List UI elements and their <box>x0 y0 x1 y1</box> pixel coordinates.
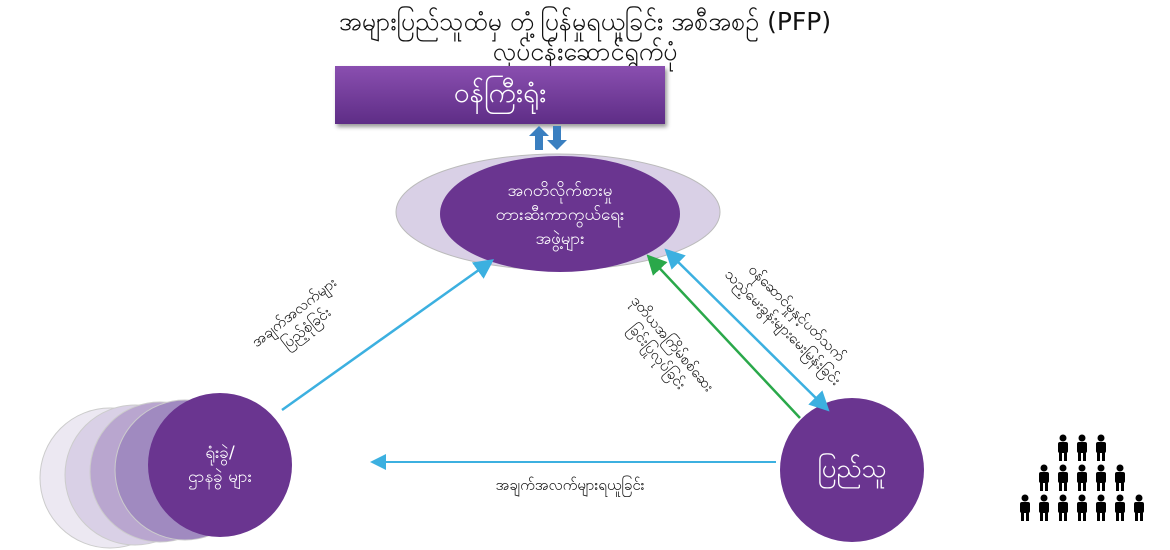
person-icon <box>1039 464 1049 491</box>
person-icon <box>1058 464 1068 491</box>
anticorruption-label-line: တားဆီးကာကွယ်ရေး <box>495 205 625 225</box>
public-label: ပြည်သူ <box>817 453 887 484</box>
branches-label-line: ဌာနခွဲ များ <box>188 467 252 487</box>
up-arrow-icon <box>529 126 549 150</box>
diagram-title-line1: အများပြည်သူထံမှ တုံ့ပြန်မှုရယူခြင်း အစီအ… <box>338 7 832 36</box>
person-icon <box>1058 434 1068 461</box>
person-icon <box>1058 494 1068 521</box>
person-icon <box>1077 494 1087 521</box>
person-icon <box>1115 464 1125 491</box>
ministry-box: ဝန်ကြီးရုံး <box>335 66 665 124</box>
anticorruption-label-line: အဂတိလိုက်စားမှု <box>507 181 613 201</box>
edge-bottom-label: အချက်အလက်များရယူခြင်း <box>495 476 645 494</box>
people-group-icon <box>1020 434 1144 521</box>
branches-label: ရုံးခွဲ/ ဌာနခွဲ များ <box>150 420 290 510</box>
anticorruption-label-line: အဖွဲ့များ <box>535 229 585 249</box>
person-icon <box>1115 494 1125 521</box>
branches-label-line: ရုံးခွဲ/ <box>205 443 235 463</box>
person-icon <box>1020 494 1030 521</box>
person-icon <box>1096 464 1106 491</box>
person-icon <box>1134 494 1144 521</box>
edge-anticorruption-public-blue <box>664 248 830 412</box>
public-node <box>780 398 924 542</box>
person-icon <box>1077 464 1087 491</box>
diagram-title-line2: လုပ်ငန်းဆောင်ရွက်ပုံ <box>492 37 678 66</box>
anticorruption-label: အဂတိလိုက်စားမှု တားဆီးကာကွယ်ရေး အဖွဲ့မျာ… <box>440 160 680 270</box>
branches-node <box>148 393 292 537</box>
person-icon <box>1077 434 1087 461</box>
person-icon <box>1039 494 1049 521</box>
down-arrow-icon <box>547 126 567 150</box>
edge-branches-to-anticorruption <box>281 259 495 412</box>
person-icon <box>1096 434 1106 461</box>
anticorruption-node <box>440 156 680 272</box>
edge-public-to-anticorruption-green <box>646 254 801 419</box>
person-icon <box>1096 494 1106 521</box>
